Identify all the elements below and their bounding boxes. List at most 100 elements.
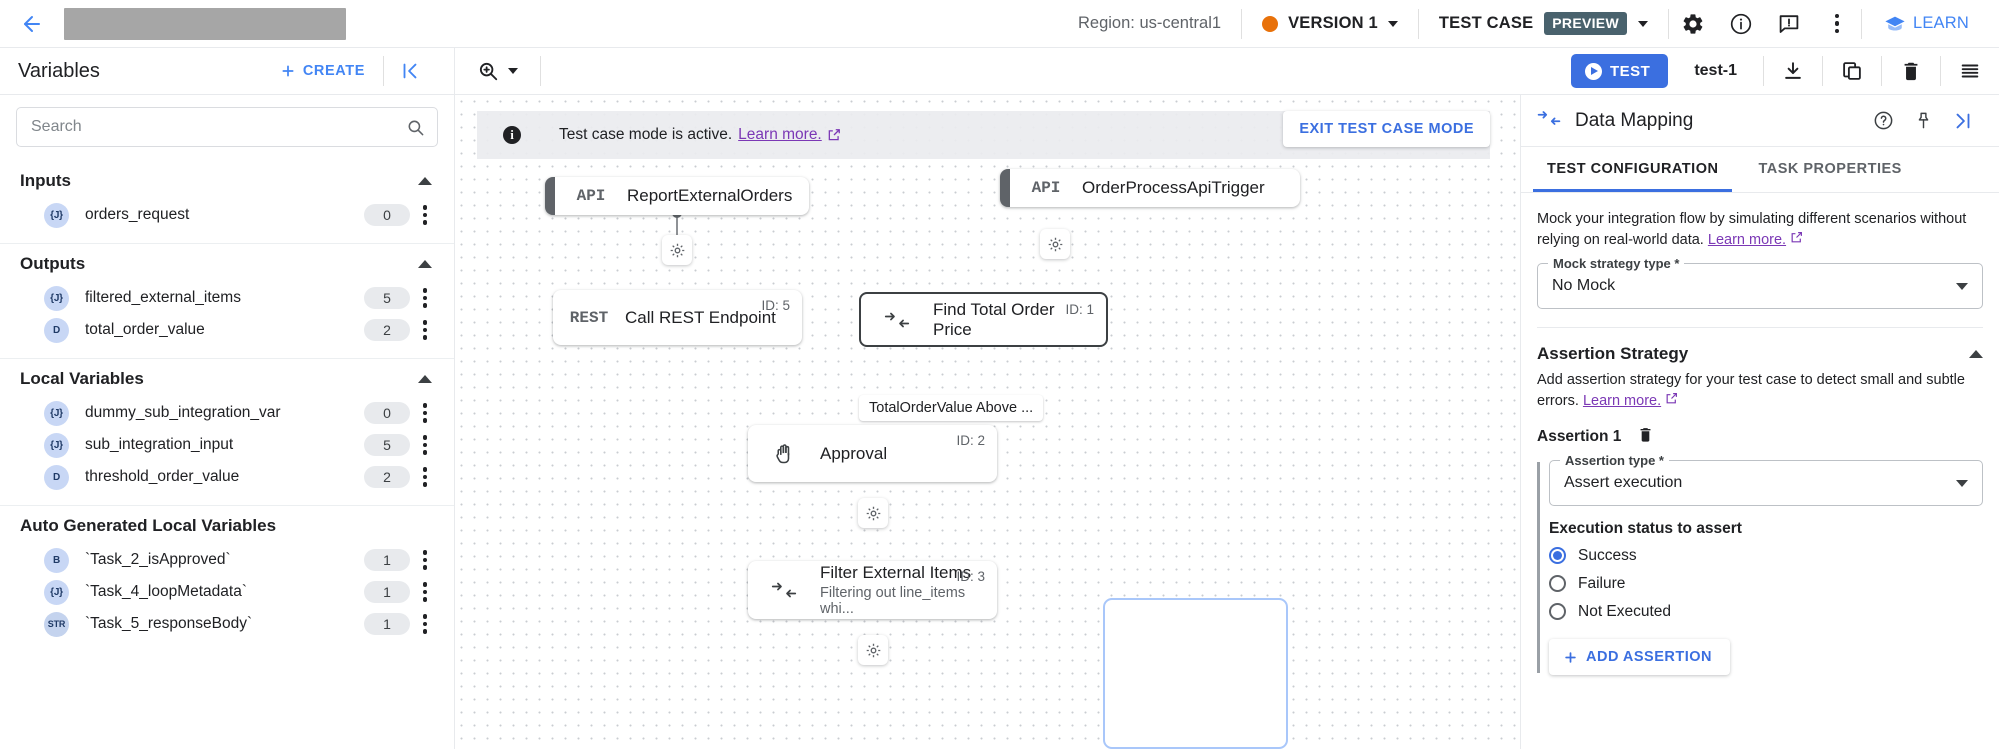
list-item[interactable]: {J} filtered_external_items 5: [0, 282, 454, 314]
row-more-vert-icon[interactable]: [410, 205, 440, 225]
flow-node-find-total-order-price[interactable]: Find Total Order Price ID: 1: [859, 292, 1108, 347]
mock-description-text: Mock your integration flow by simulating…: [1537, 211, 1967, 249]
panel-header: Data Mapping: [1521, 95, 1999, 147]
edge-condition-label[interactable]: TotalOrderValue Above ...: [859, 395, 1044, 421]
create-variable-button[interactable]: CREATE: [280, 63, 383, 79]
version-label: VERSION 1: [1288, 14, 1378, 32]
edge-gear-icon[interactable]: [1040, 229, 1070, 259]
mock-strategy-label: Mock strategy type *: [1548, 256, 1685, 272]
banner-text: Test case mode is active.: [559, 126, 733, 143]
flow-node-placeholder[interactable]: [1103, 598, 1288, 749]
variables-panel-header: Variables CREATE: [0, 48, 455, 94]
tab-task-properties[interactable]: TASK PROPERTIES: [1758, 161, 1902, 177]
exit-test-case-mode-button[interactable]: EXIT TEST CASE MODE: [1283, 111, 1490, 147]
delete-icon[interactable]: [1882, 48, 1940, 95]
integration-canvas[interactable]: i Test case mode is active. Learn more. …: [455, 95, 1520, 749]
search-input[interactable]: [31, 118, 406, 136]
list-item[interactable]: B `Task_2_isApproved` 1: [0, 544, 454, 576]
flow-node-filter-external-items[interactable]: Filter External Items Filtering out line…: [748, 561, 997, 619]
add-assertion-button[interactable]: ADD ASSERTION: [1549, 639, 1730, 676]
flow-node-report-external-orders[interactable]: API ReportExternalOrders: [545, 177, 809, 215]
section-title: Local Variables: [20, 369, 144, 388]
variable-count-badge: 1: [364, 613, 410, 635]
download-icon[interactable]: [1764, 48, 1822, 95]
edge-gear-icon[interactable]: [858, 635, 888, 665]
learn-button[interactable]: LEARN: [1862, 13, 1983, 35]
panel-tabs: TEST CONFIGURATION TASK PROPERTIES: [1521, 147, 1999, 193]
api-icon: API: [1031, 179, 1061, 197]
list-item[interactable]: STR `Task_5_responseBody` 1: [0, 608, 454, 640]
chevron-up-icon[interactable]: [1969, 350, 1983, 359]
section-header[interactable]: Outputs: [0, 244, 454, 282]
data-mapping-icon: [748, 580, 820, 600]
section-header[interactable]: Auto Generated Local Variables: [0, 506, 454, 544]
variable-type-chip: STR: [44, 611, 69, 637]
more-vert-icon[interactable]: [1813, 0, 1861, 48]
add-assertion-label: ADD ASSERTION: [1586, 649, 1712, 666]
plus-icon: [1565, 651, 1576, 663]
help-icon[interactable]: [1863, 101, 1903, 141]
learn-label: LEARN: [1912, 14, 1969, 32]
banner-learn-more-link[interactable]: Learn more.: [738, 126, 822, 143]
radio-success[interactable]: Success: [1549, 544, 1983, 567]
section-header[interactable]: Local Variables: [0, 359, 454, 397]
back-arrow-icon[interactable]: [16, 8, 48, 40]
node-subtitle: Filtering out line_items whi...: [820, 585, 966, 617]
info-icon[interactable]: [1717, 0, 1765, 48]
chevron-up-icon[interactable]: [418, 260, 432, 268]
flow-node-call-rest-endpoint[interactable]: REST Call REST Endpoint ID: 5: [553, 290, 802, 345]
list-item[interactable]: D total_order_value 2: [0, 314, 454, 346]
assertion-learn-more-link[interactable]: Learn more.: [1582, 393, 1662, 410]
list-item[interactable]: {J} `Task_4_loopMetadata` 1: [0, 576, 454, 608]
variable-type-chip: {J}: [44, 400, 69, 426]
delete-icon[interactable]: [1637, 426, 1654, 448]
test-button-label: TEST: [1609, 62, 1651, 80]
row-more-vert-icon[interactable]: [410, 582, 440, 602]
radio-failure[interactable]: Failure: [1549, 572, 1983, 595]
edge-gear-icon[interactable]: [662, 235, 692, 265]
list-item[interactable]: {J} dummy_sub_integration_var 0: [0, 397, 454, 429]
list-item[interactable]: D threshold_order_value 2: [0, 461, 454, 493]
row-more-vert-icon[interactable]: [410, 435, 440, 455]
row-more-vert-icon[interactable]: [410, 614, 440, 634]
feedback-icon[interactable]: [1765, 0, 1813, 48]
chevron-up-icon[interactable]: [418, 177, 432, 185]
mock-strategy-select[interactable]: Mock strategy type * No Mock: [1537, 256, 1983, 310]
run-test-button[interactable]: TEST: [1570, 54, 1669, 88]
tab-test-configuration[interactable]: TEST CONFIGURATION: [1533, 147, 1733, 192]
chevron-up-icon[interactable]: [418, 375, 432, 383]
copy-icon[interactable]: [1823, 48, 1881, 95]
version-selector[interactable]: VERSION 1: [1242, 14, 1418, 33]
gear-icon[interactable]: [1669, 0, 1717, 48]
flow-node-approval[interactable]: Approval ID: 2: [748, 425, 997, 482]
list-item[interactable]: {J} orders_request 0: [0, 199, 454, 231]
collapse-left-icon[interactable]: [384, 60, 436, 82]
zoom-control[interactable]: [455, 60, 540, 82]
pin-icon[interactable]: [1903, 101, 1943, 141]
section-outputs: Outputs {J} filtered_external_items 5 D …: [0, 244, 454, 359]
radio-label: Success: [1578, 546, 1637, 564]
radio-not-executed[interactable]: Not Executed: [1549, 600, 1983, 623]
test-case-selector[interactable]: TEST CASE PREVIEW: [1419, 12, 1668, 35]
data-mapping-panel: Data Mapping TEST CONFIGURATION TASK PRO…: [1520, 95, 1999, 749]
mock-learn-more-link[interactable]: Learn more.: [1707, 232, 1787, 249]
collapse-right-icon[interactable]: [1943, 101, 1983, 141]
row-more-vert-icon[interactable]: [410, 288, 440, 308]
section-header[interactable]: Inputs: [0, 161, 454, 199]
assertion-strategy-header[interactable]: Assertion Strategy: [1537, 328, 1983, 370]
node-title: Call REST Endpoint: [625, 307, 776, 327]
row-more-vert-icon[interactable]: [410, 320, 440, 340]
search-box[interactable]: [16, 107, 438, 147]
test-case-name[interactable]: test-1: [1694, 62, 1737, 79]
list-item[interactable]: {J} sub_integration_input 5: [0, 429, 454, 461]
flow-node-order-process-api-trigger[interactable]: API OrderProcessApiTrigger: [1000, 169, 1300, 207]
row-more-vert-icon[interactable]: [410, 550, 440, 570]
list-icon[interactable]: [1941, 48, 1999, 95]
row-more-vert-icon[interactable]: [410, 403, 440, 423]
assertion-body: Assertion type * Assert execution Execut…: [1537, 453, 1983, 676]
edge-gear-icon[interactable]: [858, 498, 888, 528]
variable-count-badge: 5: [364, 287, 410, 309]
row-more-vert-icon[interactable]: [410, 467, 440, 487]
toolbar-divider: [383, 56, 384, 86]
assertion-type-select[interactable]: Assertion type * Assert execution: [1549, 453, 1983, 507]
